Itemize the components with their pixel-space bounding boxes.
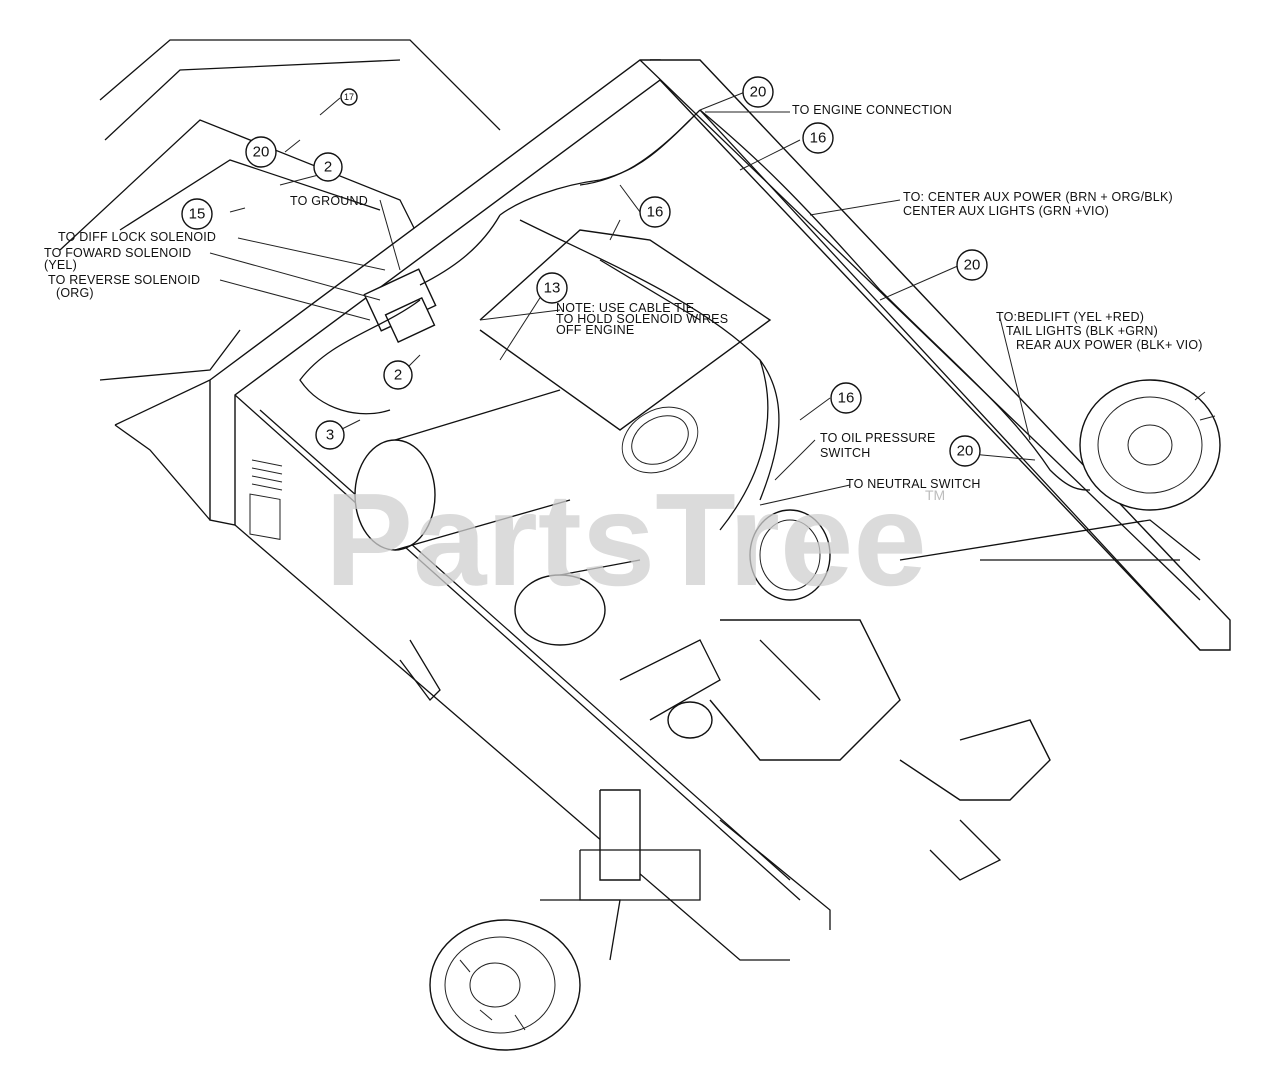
label-reverse-solenoid: TO REVERSE SOLENOID [48,273,200,287]
callout-20-lower-right[interactable]: 20 [949,435,981,467]
watermark: PartsTree TM [325,466,945,613]
label-engine-connection: TO ENGINE CONNECTION [792,103,952,117]
label-rear-aux-power: REAR AUX POWER (BLK+ VIO) [1016,338,1203,352]
svg-text:17: 17 [344,92,354,102]
watermark-text: PartsTree [325,466,927,613]
callout-2-top[interactable]: 2 [313,152,343,182]
svg-text:16: 16 [838,390,855,407]
callout-15[interactable]: 15 [181,198,213,230]
callouts: 17 20 2 15 20 16 16 20 [181,76,988,467]
label-diff-lock: TO DIFF LOCK SOLENOID [58,230,216,244]
label-bedlift: TO:BEDLIFT (YEL +RED) [996,310,1144,324]
callout-16-top-right[interactable]: 16 [802,122,834,154]
chassis-frame [59,39,1231,961]
label-oil-pressure: TO OIL PRESSURE [820,431,936,445]
label-oil-pressure-switch: SWITCH [820,446,871,460]
svg-text:15: 15 [189,206,206,223]
callout-3[interactable]: 3 [315,420,345,450]
svg-text:20: 20 [957,443,974,460]
callout-13[interactable]: 13 [536,272,568,304]
callout-16-lower[interactable]: 16 [830,382,862,414]
svg-text:20: 20 [750,84,767,101]
svg-text:2: 2 [394,367,402,384]
label-tail-lights: TAIL LIGHTS (BLK +GRN) [1006,324,1158,338]
label-neutral-switch: TO NEUTRAL SWITCH [846,477,981,491]
svg-text:2: 2 [324,159,332,176]
watermark-trademark: TM [925,487,945,503]
label-note-line-1: NOTE: USE CABLE TIE [556,301,694,315]
leader-lines [209,91,1036,506]
svg-text:20: 20 [964,257,981,274]
label-center-aux-lights: CENTER AUX LIGHTS (GRN +VIO) [903,204,1109,218]
labels: TO ENGINE CONNECTION TO GROUND TO DIFF L… [44,103,1203,491]
callout-20-right[interactable]: 20 [956,249,988,281]
wire-harness [299,109,1091,531]
callout-20-top-left[interactable]: 20 [245,136,277,168]
callout-17[interactable]: 17 [340,88,358,106]
svg-text:16: 16 [647,204,664,221]
svg-text:3: 3 [326,427,334,444]
svg-text:16: 16 [810,130,827,147]
label-forward-solenoid: TO FOWARD SOLENOID [44,246,191,260]
wheel-rear-right [1079,379,1221,511]
label-reverse-color: (ORG) [56,286,94,300]
svg-text:13: 13 [544,280,561,297]
callout-16-center[interactable]: 16 [639,196,671,228]
callout-20-top-right[interactable]: 20 [742,76,774,108]
label-note-line-2: TO HOLD SOLENOID WIRES [556,312,728,326]
wheel-front-left [429,919,581,1051]
label-ground: TO GROUND [290,194,368,208]
callout-2-left[interactable]: 2 [383,360,413,390]
svg-text:20: 20 [253,144,270,161]
label-center-aux-power: TO: CENTER AUX POWER (BRN + ORG/BLK) [903,190,1173,204]
label-forward-color: (YEL) [44,258,77,272]
label-note-line-3: OFF ENGINE [556,323,634,337]
